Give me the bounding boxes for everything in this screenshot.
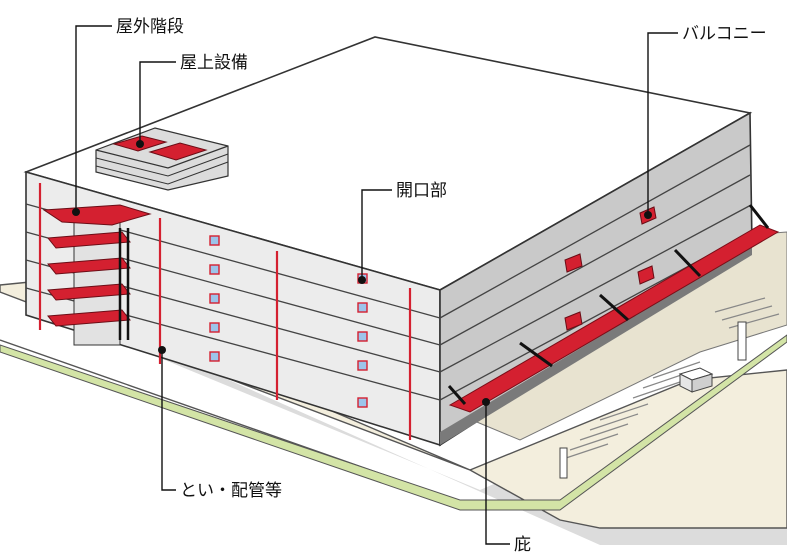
lawn-strip <box>0 334 787 511</box>
rooftop-marker-dot <box>136 140 144 148</box>
balcony-marker-dot <box>644 211 652 219</box>
stairs-marker-dot <box>72 208 80 216</box>
rooftop-equipment <box>95 127 229 191</box>
leader-lines <box>75 25 678 545</box>
leader-dots <box>72 140 652 406</box>
label-gutters-piping: とい・配管等 <box>180 481 282 501</box>
parking-stripes <box>559 297 780 461</box>
label-eaves: 庇 <box>514 535 531 553</box>
gutter-downspouts <box>38 183 412 440</box>
post <box>559 447 568 479</box>
label-balcony: バルコニー <box>682 24 767 44</box>
building-base <box>440 246 752 445</box>
eaves-braces <box>447 204 770 405</box>
building <box>23 36 780 447</box>
gutters-marker-dot <box>158 346 166 354</box>
eaves-marker-dot <box>482 398 490 406</box>
post <box>737 321 747 361</box>
label-rooftop-equipment: 屋上設備 <box>180 53 248 73</box>
label-exterior-stairs: 屋外階段 <box>116 17 184 37</box>
kiosk-box <box>678 367 714 393</box>
side-balconies <box>564 206 657 331</box>
openings-marker-dot <box>358 276 366 284</box>
exterior-stairs <box>42 204 152 346</box>
label-openings: 開口部 <box>396 181 447 201</box>
